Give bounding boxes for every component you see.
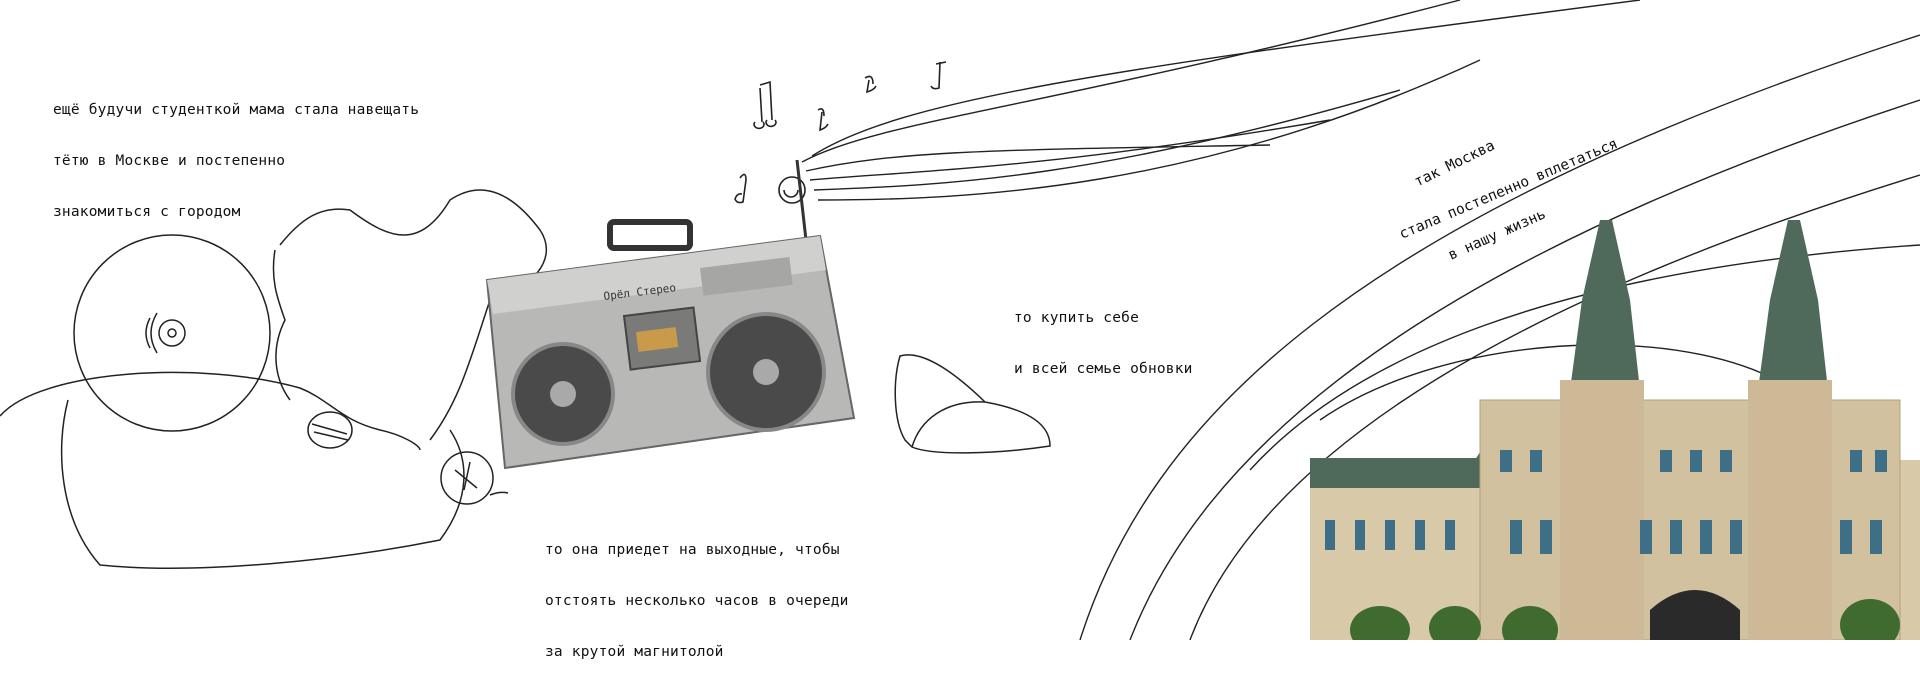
main-arch — [1650, 590, 1740, 640]
mouth-sketch — [307, 411, 353, 449]
record-disc-icon — [73, 234, 271, 432]
flow-line — [801, 0, 1461, 163]
roof-left — [1310, 458, 1490, 488]
flow-line — [811, 0, 1641, 157]
record-center-icon — [158, 319, 186, 347]
shoe-sketch — [894, 354, 1051, 454]
radio-antenna — [795, 159, 808, 241]
weekend-line: за крутой магнитолой — [545, 644, 724, 660]
collage-scene: Орёл Стерео — [0, 0, 1920, 640]
body-outline — [60, 399, 465, 569]
flow-line — [813, 89, 1401, 191]
flow-line — [1129, 99, 1920, 640]
sleeping-figure-sketch — [0, 189, 547, 569]
flow-line — [1249, 244, 1920, 471]
shopping-text: то купить себе и всей семье обновки — [1014, 276, 1193, 395]
building-windows — [1325, 450, 1887, 554]
boombox-image: Орёл Стерео — [485, 159, 856, 470]
weekend-line: отстоять несколько часов в очереди — [545, 593, 849, 609]
hat-outline — [0, 371, 421, 451]
trees — [1350, 599, 1900, 640]
shoulder-outline — [272, 249, 291, 401]
flow-line — [1079, 34, 1920, 640]
music-notes-icon — [734, 61, 947, 204]
shopping-line: и всей семье обновки — [1014, 361, 1193, 377]
intro-line: ещё будучи студенткой мама стала навещат… — [53, 102, 420, 118]
flow-line — [1319, 344, 1801, 421]
weekend-line: то она приедет на выходные, чтобы — [545, 542, 840, 558]
shopping-line: то купить себе — [1014, 310, 1140, 326]
flow-line — [805, 144, 1271, 172]
flow-line — [1189, 174, 1920, 640]
left-tower — [1570, 220, 1640, 390]
gum-building-image — [1310, 220, 1920, 640]
intro-text: ещё будучи студенткой мама стала навещат… — [53, 68, 419, 238]
small-fruit-sketch — [440, 451, 494, 505]
flowing-lines — [801, 0, 1920, 640]
flow-line — [809, 119, 1331, 181]
intro-line: знакомиться с городом — [53, 204, 241, 220]
weekend-text: то она приедет на выходные, чтобы отстоя… — [545, 508, 849, 678]
intro-line: тётю в Москве и постепенно — [53, 153, 286, 169]
flow-line — [817, 59, 1481, 201]
radio-handle — [607, 219, 693, 251]
right-tower — [1758, 220, 1828, 390]
head-outline — [279, 189, 547, 441]
